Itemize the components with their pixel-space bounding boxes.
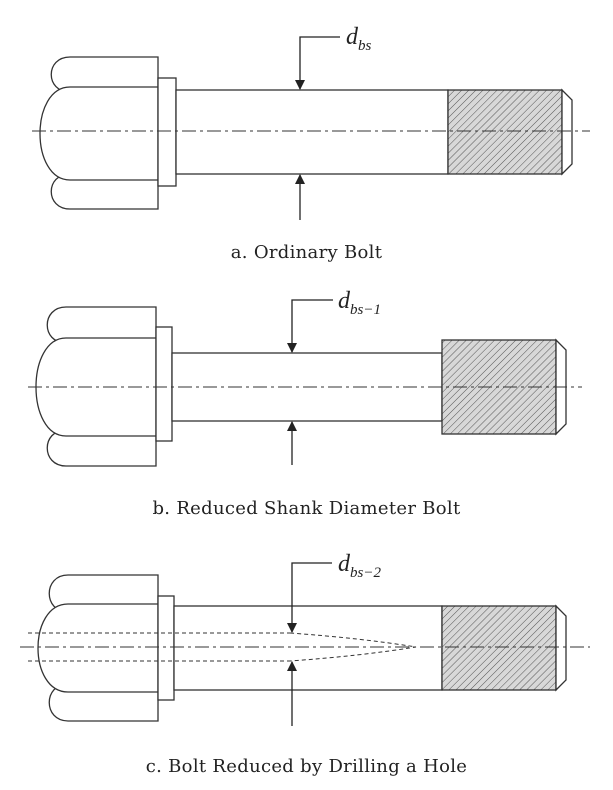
caption-drilled-bolt: c. Bolt Reduced by Drilling a Hole [145, 756, 468, 777]
washer-face [157, 595, 175, 701]
dimension-dbs-1: dbs−1 [287, 288, 381, 465]
washer-face [155, 326, 173, 442]
dbs-1-symbol: d [338, 288, 351, 314]
bolt-head [39, 56, 159, 210]
dbs-subscript: bs [358, 38, 372, 54]
drilled-bolt-figure: dbs−2 [20, 551, 590, 726]
dbs-symbol: d [346, 24, 359, 50]
dbs-2-symbol: d [338, 551, 351, 577]
washer-face [157, 77, 177, 187]
reduced-shank-bolt-figure: dbs−1 [28, 288, 582, 467]
bolt-tip [561, 88, 573, 176]
bolt-tip [555, 604, 567, 692]
bolt-head [37, 574, 159, 722]
caption-reduced-shank-bolt: b. Reduced Shank Diameter Bolt [152, 498, 461, 519]
dbs-2-label: dbs−2 [338, 551, 381, 581]
ordinary-bolt-figure: dbs [32, 24, 590, 220]
bolt-shank [175, 89, 449, 175]
bolt-shank [173, 605, 443, 691]
caption-ordinary-bolt: a. Ordinary Bolt [230, 242, 383, 263]
dimension-dbs-2: dbs−2 [287, 551, 381, 726]
dbs-2-subscript: bs−2 [350, 565, 381, 581]
dbs-1-label: dbs−1 [338, 288, 381, 318]
dimension-dbs: dbs [295, 24, 372, 220]
dbs-label: dbs [346, 24, 372, 54]
dbs-1-subscript: bs−1 [350, 302, 381, 318]
thread-region [441, 605, 557, 691]
thread-region [447, 89, 563, 175]
